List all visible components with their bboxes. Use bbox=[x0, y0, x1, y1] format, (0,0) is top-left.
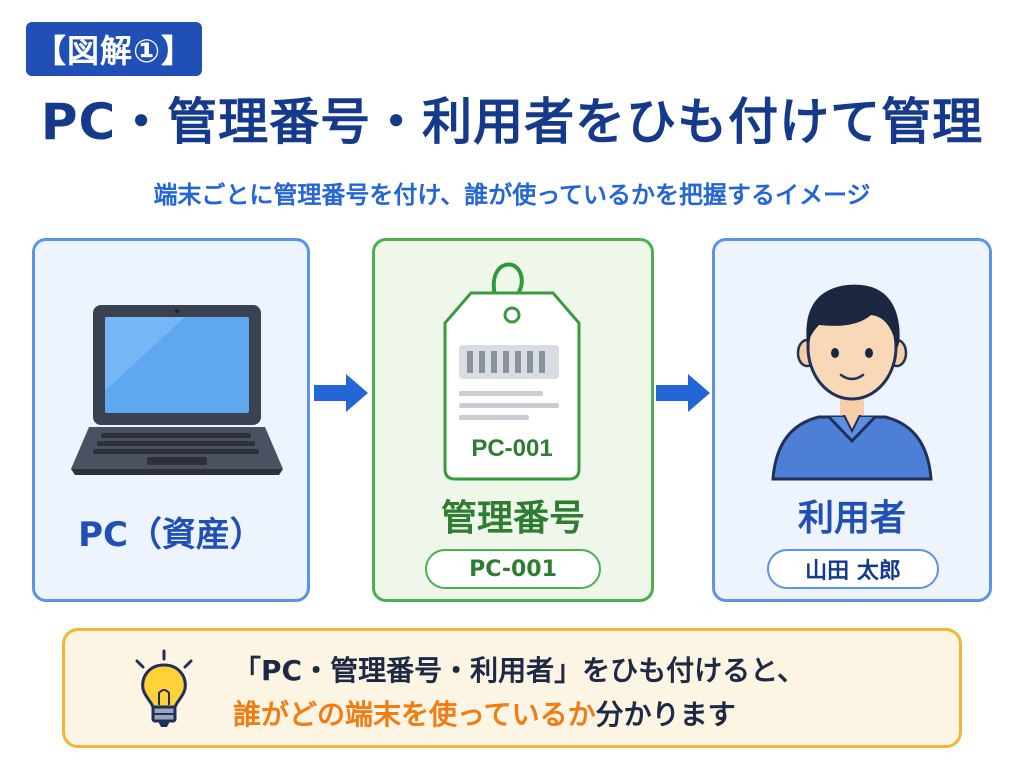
arrow-right-icon bbox=[314, 374, 368, 412]
note-highlight: 誰がどの端末を使っているか bbox=[233, 698, 596, 731]
tag-label-text: PC-001 bbox=[471, 435, 552, 462]
asset-tag-icon: PC-001 bbox=[443, 262, 581, 481]
user-card-title: 利用者 bbox=[797, 498, 906, 539]
user-name-pill: 山田 太郎 bbox=[767, 549, 939, 589]
asset-tag-card-title: 管理番号 bbox=[440, 498, 585, 539]
laptop-icon bbox=[71, 305, 283, 475]
note-line-1: 「PC・管理番号・利用者」をひも付けると、 bbox=[233, 654, 805, 687]
person-avatar-icon bbox=[771, 284, 933, 481]
summary-note: 「PC・管理番号・利用者」をひも付けると、 誰がどの端末を使っているか分かります bbox=[62, 628, 962, 748]
user-card: 利用者 山田 太郎 bbox=[712, 238, 992, 602]
note-line-2: 誰がどの端末を使っているか分かります bbox=[233, 693, 736, 733]
arrow-right-icon bbox=[656, 374, 710, 412]
figure-badge: 【図解①】 bbox=[26, 22, 202, 76]
page-title: PC・管理番号・利用者をひも付けて管理 bbox=[40, 93, 984, 151]
note-line-2-rest: 分かります bbox=[595, 698, 736, 731]
page-subtitle: 端末ごとに管理番号を付け、誰が使っているかを把握するイメージ bbox=[153, 181, 871, 209]
asset-number-pill: PC-001 bbox=[425, 549, 601, 589]
lightbulb-icon bbox=[135, 649, 193, 727]
asset-tag-card: PC-001 管理番号 PC-001 bbox=[372, 238, 654, 602]
pc-card: PC（資産） bbox=[32, 238, 310, 602]
pc-card-title: PC（資産） bbox=[78, 515, 264, 555]
